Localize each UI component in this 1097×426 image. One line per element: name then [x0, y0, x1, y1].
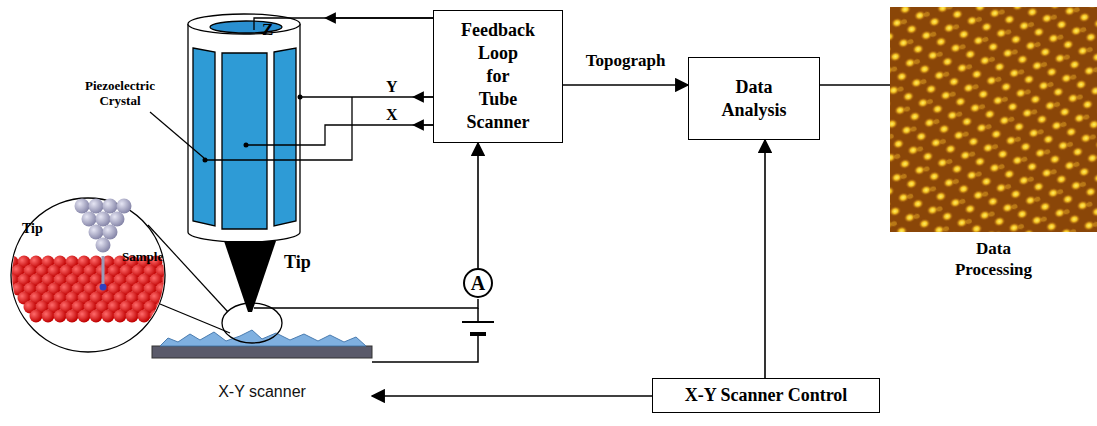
contact-dots [203, 95, 303, 163]
connector-arrow [820, 84, 890, 86]
connector-arrow [477, 143, 479, 268]
sample-atom [150, 310, 163, 323]
connector-arrow [372, 395, 652, 397]
part-label: Tip [22, 221, 43, 237]
tip-atom [89, 225, 104, 240]
edge-label: Topograph [584, 51, 668, 71]
sample-atom [174, 292, 187, 305]
piezo-tube [188, 14, 300, 242]
tip-atoms [75, 199, 132, 285]
node-text: X-Y Scanner Control [685, 384, 848, 407]
sample-atom [162, 292, 175, 305]
battery-symbol [462, 322, 494, 334]
sample-atom [54, 310, 67, 323]
connector-arrow [764, 140, 766, 378]
node-text: Data Processing [890, 238, 1097, 280]
node-text: X-Y scanner [218, 383, 306, 401]
sample-atom [138, 310, 151, 323]
sample-atom [102, 310, 115, 323]
tip-stem [102, 256, 105, 284]
sample-atoms [0, 256, 199, 323]
connector-arrow [563, 84, 688, 86]
sample-atom [66, 310, 79, 323]
sample-atom [30, 310, 43, 323]
tip-atom [96, 238, 111, 253]
node-text: Data Analysis [689, 76, 819, 122]
tip-atom [75, 199, 90, 214]
tip-atom [96, 212, 111, 227]
sample-atom [162, 274, 175, 287]
sample-atom [114, 310, 127, 323]
node-text: A [471, 273, 485, 293]
magnify-line [148, 225, 228, 312]
tip-atom [117, 199, 132, 214]
node-text: Feedback Loop for Tube Scanner [434, 19, 562, 134]
process-box: Data Analysis [688, 57, 820, 140]
ammeter-symbol: A [463, 268, 493, 298]
sample-atom [174, 310, 187, 323]
control-wires [205, 18, 433, 160]
sample-atom [0, 256, 7, 269]
tip-atom [103, 225, 118, 240]
sample-atom [42, 310, 55, 323]
leader-line [150, 112, 204, 158]
sample-atom [0, 265, 13, 278]
sample-atom [90, 310, 103, 323]
tip-atom [110, 212, 125, 227]
sample-atom [168, 301, 181, 314]
part-label: Piezoelectric Crystal [70, 78, 170, 108]
tip-cone [224, 241, 276, 312]
sample-surface [160, 330, 366, 346]
sample-atom [180, 301, 193, 314]
scanner-stage: X-Y scanner [152, 358, 372, 426]
part-label: Y [386, 78, 398, 96]
inset-circle [11, 198, 165, 352]
sample-atom [162, 310, 175, 323]
sample-atom [186, 310, 199, 323]
image-panel: Data Processing [890, 7, 1097, 232]
stage-top [152, 346, 372, 358]
process-box: X-Y Scanner Control [652, 378, 880, 413]
part-label: Tip [284, 252, 311, 273]
tip-atom [103, 199, 118, 214]
sample-atom [168, 283, 181, 296]
magnify-line [160, 304, 230, 333]
part-label: Z [262, 20, 273, 40]
tunnel-spot [100, 284, 107, 291]
process-box: Feedback Loop for Tube Scanner [433, 10, 563, 143]
part-label: X [386, 106, 398, 124]
sample-atom [78, 310, 91, 323]
magnify-ellipse [222, 303, 282, 343]
part-label: Sample [122, 249, 163, 265]
sample-atom [156, 301, 169, 314]
tip-atom [89, 199, 104, 214]
tip-atom [82, 212, 97, 227]
stm-image [890, 7, 1097, 232]
sample-atom [126, 310, 139, 323]
